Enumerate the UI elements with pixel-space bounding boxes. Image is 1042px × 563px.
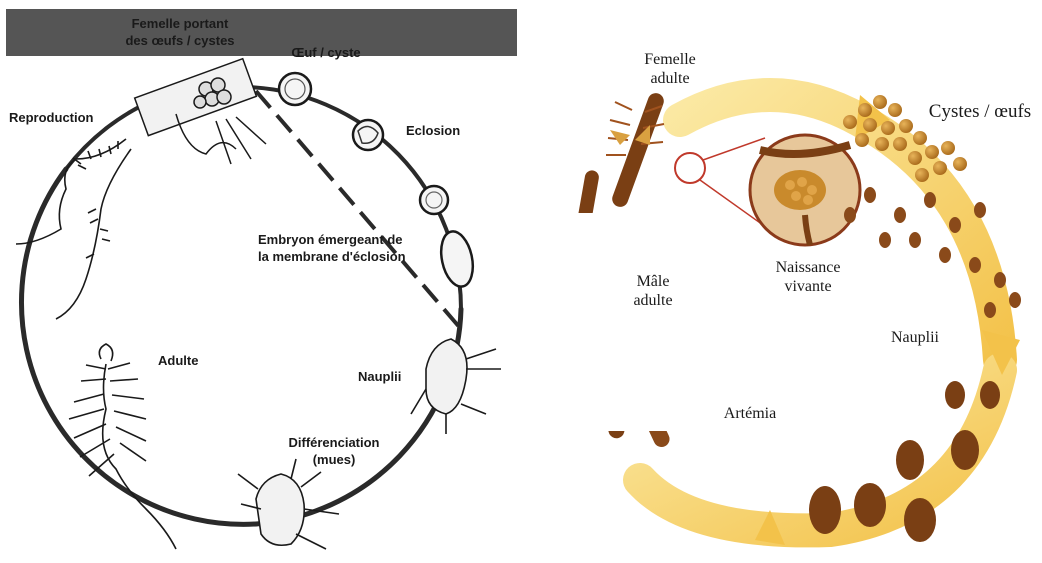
life-cycle-line-drawing: Femelle portant des œufs / cystes Œuf / … <box>6 9 517 560</box>
differentiation-label-line1: Différenciation <box>278 434 390 451</box>
nauplii-drawing <box>411 339 501 434</box>
live-birth-label-line2: vivante <box>758 277 858 296</box>
hatching-label: Eclosion <box>406 122 460 139</box>
magnifier-zoom-circle <box>750 135 860 245</box>
female-eggs-label-line1: Femelle portant <box>100 15 260 32</box>
egg-cyst-label: Œuf / cyste <box>271 44 381 61</box>
differentiation-drawing <box>238 459 339 549</box>
adult-drawing <box>69 344 176 549</box>
cysts-eggs-label: Cystes / œufs <box>915 102 1042 121</box>
life-cycle-color-illustration: Femelle adulte Cystes / œufs Naissance v… <box>570 40 1042 560</box>
nauplii-color-label: Nauplii <box>875 328 955 347</box>
egg-cyst-stage <box>279 73 311 105</box>
nauplii-label: Nauplii <box>358 368 401 385</box>
artemia-label: Artémia <box>710 404 790 423</box>
adult-label: Adulte <box>158 352 198 369</box>
label-mask-left <box>570 213 730 431</box>
embryo-label: Embryon émergeant de la membrane d'éclos… <box>258 231 438 265</box>
differentiation-label: Différenciation (mues) <box>278 434 390 468</box>
adult-female-label: Femelle adulte <box>630 50 710 88</box>
embryo-label-line1: Embryon émergeant de <box>258 231 438 248</box>
live-birth-label: Naissance vivante <box>758 258 858 296</box>
magnifier-small-ring <box>675 153 705 183</box>
adult-male-label-line1: Mâle <box>618 272 688 291</box>
embryo-label-line2: la membrane d'éclosion <box>258 248 438 265</box>
female-eggs-label: Femelle portant des œufs / cystes <box>100 15 260 49</box>
embryo-membrane-stage <box>437 228 478 289</box>
magnifier-line-top <box>703 138 765 160</box>
adult-male-label-line2: adulte <box>618 291 688 310</box>
female-with-eggs-drawing <box>135 59 266 164</box>
reproduction-label: Reproduction <box>9 109 94 126</box>
live-birth-label-line1: Naissance <box>758 258 858 277</box>
adult-male-label: Mâle adulte <box>618 272 688 310</box>
adult-female-label-line1: Femelle <box>630 50 710 69</box>
cycle-drawing <box>6 9 517 560</box>
cycle-arc-left <box>21 169 256 524</box>
hatching-stage <box>353 120 383 150</box>
emerging-cyst-stage <box>420 186 448 214</box>
adult-female-label-line2: adulte <box>630 69 710 88</box>
female-eggs-label-line2: des œufs / cystes <box>100 32 260 49</box>
differentiation-label-line2: (mues) <box>278 451 390 468</box>
